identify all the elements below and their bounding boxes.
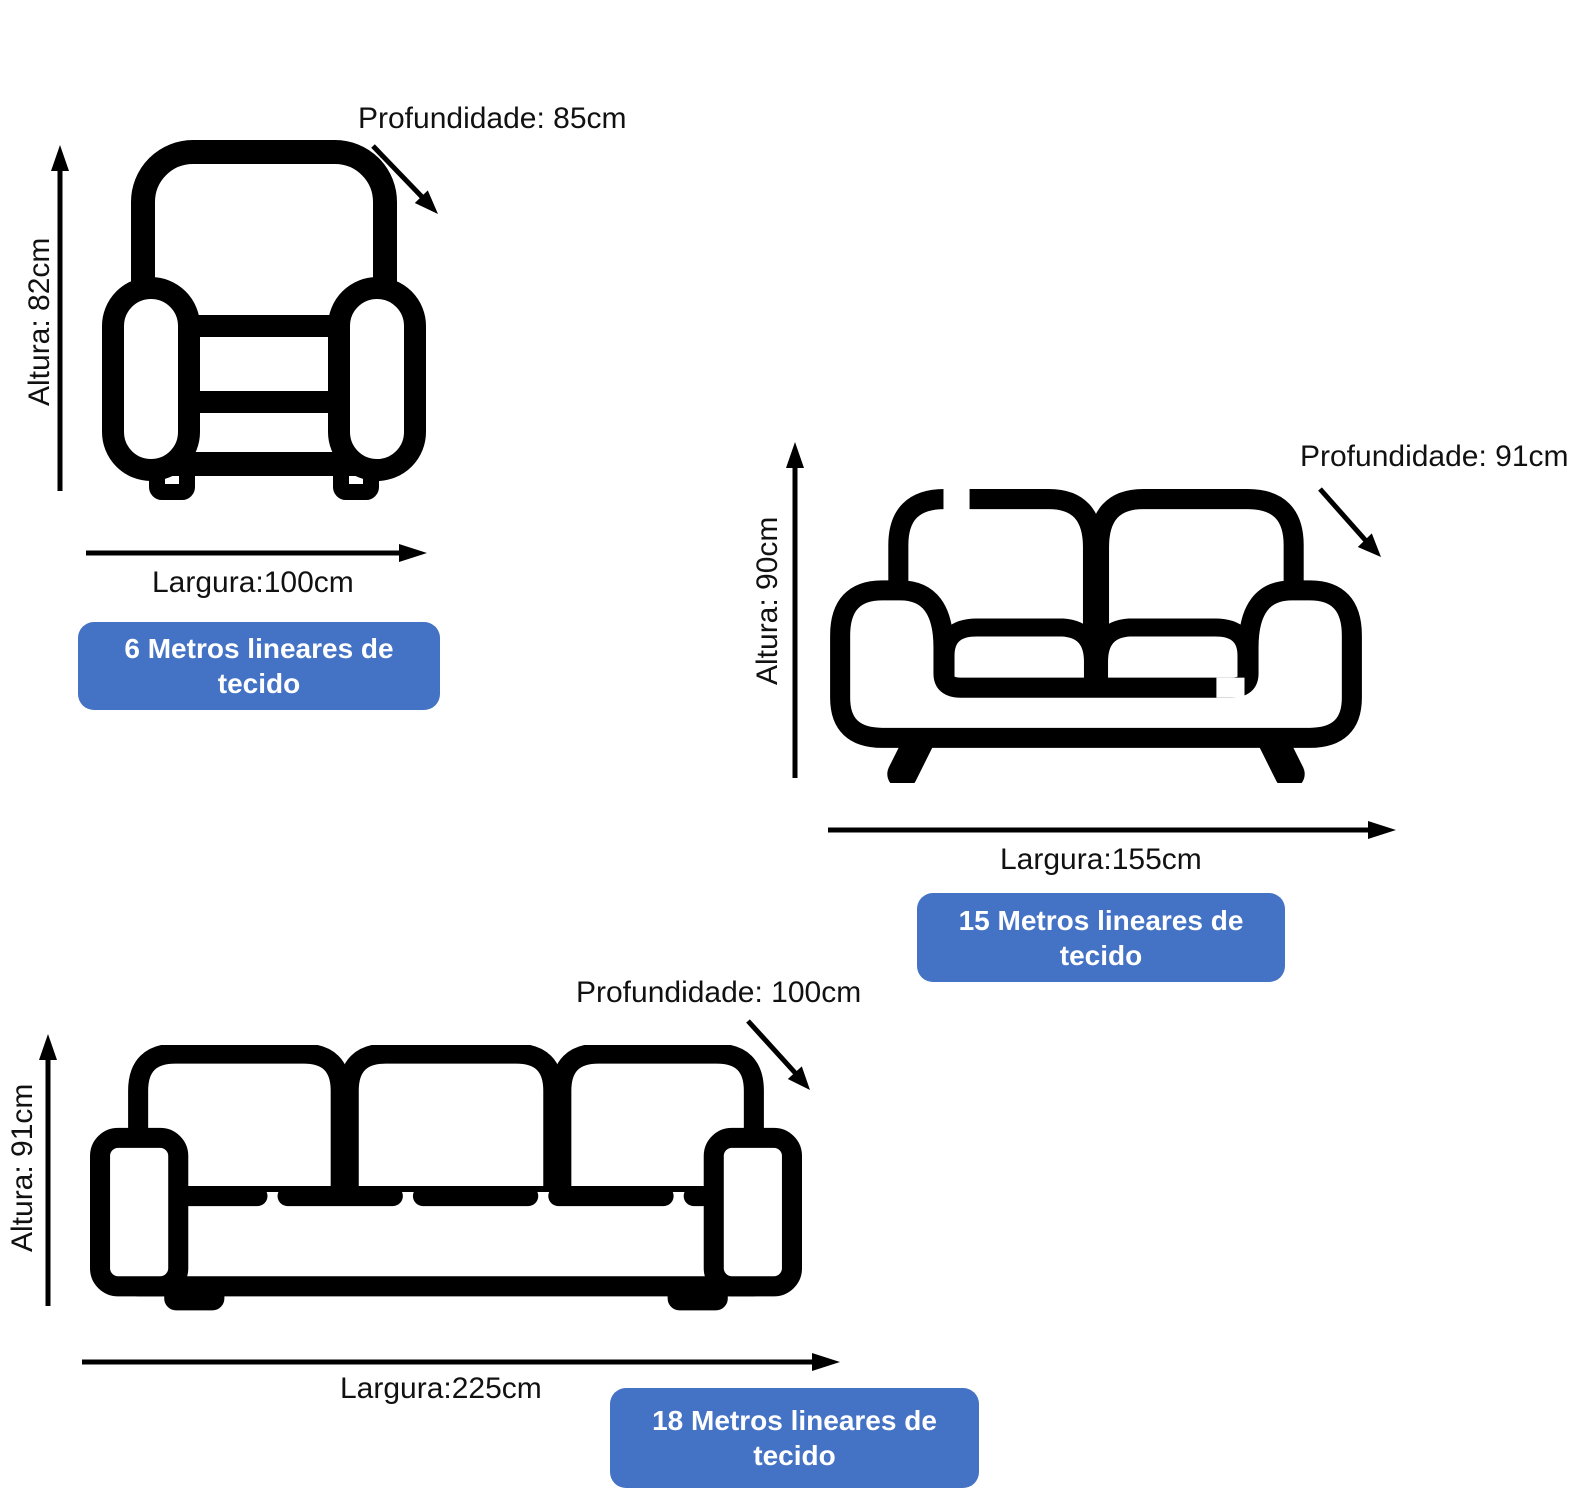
armchair-fabric-text: 6 Metros lineares de tecido: [124, 633, 394, 699]
armchair-fabric-badge: 6 Metros lineares de tecido: [78, 622, 440, 710]
armchair-depth-label: Profundidade: 85cm: [358, 102, 627, 135]
loveseat-depth-label: Profundidade: 91cm: [1300, 440, 1569, 473]
sofa-height-arrow-icon: [39, 1034, 57, 1306]
armchair-height-arrow-icon: [51, 145, 69, 491]
loveseat-height-label: Altura: 90cm: [751, 516, 784, 685]
armchair-depth-arrow-icon: [371, 144, 438, 214]
loveseat-height-arrow-icon: [786, 442, 804, 778]
loveseat-fabric-badge: 15 Metros lineares de tecido: [917, 893, 1285, 982]
sofa-depth-arrow-icon: [746, 1019, 810, 1090]
sofa-depth-label: Profundidade: 100cm: [576, 976, 862, 1009]
loveseat-icon: [830, 487, 1362, 783]
sofa-width-arrow-icon: [82, 1353, 840, 1371]
sofa-fabric-badge: 18 Metros lineares de tecido: [610, 1388, 979, 1488]
sofa-fabric-text: 18 Metros lineares de tecido: [652, 1405, 937, 1471]
loveseat-width-arrow-icon: [828, 821, 1396, 839]
loveseat-fabric-text: 15 Metros lineares de tecido: [958, 904, 1244, 971]
loveseat-depth-arrow-icon: [1318, 487, 1381, 557]
armchair-width-arrow-icon: [86, 544, 427, 562]
sofa-height-label: Altura: 91cm: [6, 1083, 39, 1253]
armchair-width-label: Largura:100cm: [152, 566, 354, 599]
sofa-width-label: Largura:225cm: [340, 1372, 542, 1405]
armchair-icon: [102, 140, 426, 500]
armchair-height-label: Altura: 82cm: [23, 237, 56, 407]
loveseat-width-label: Largura:155cm: [1000, 843, 1202, 876]
sofa-icon: [90, 1045, 802, 1311]
